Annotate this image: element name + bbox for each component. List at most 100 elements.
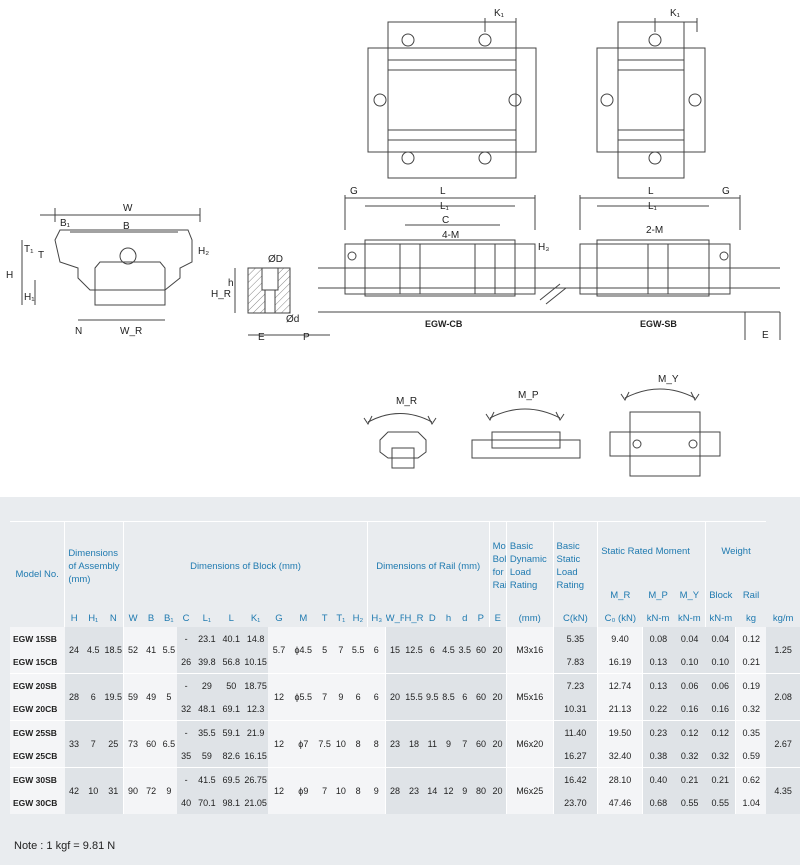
- h1-label: H₁: [24, 292, 35, 303]
- row-separator: [10, 720, 800, 721]
- table-cell: 0.55: [673, 791, 706, 814]
- table-cell: EGW 15CB: [10, 650, 65, 673]
- table-cell: 18.75: [243, 674, 268, 697]
- table-cell: 8: [348, 768, 368, 814]
- table-cell: EGW 20SB: [10, 674, 65, 697]
- table-cell: 21.9: [243, 721, 268, 744]
- table-cell: 40.1: [219, 627, 244, 650]
- table-cell: 7: [316, 768, 333, 814]
- table-cell: 10: [332, 768, 349, 814]
- hdr-block: Dimensions of Block (mm): [123, 521, 368, 610]
- table-cell: 16.19: [597, 650, 643, 673]
- table-cell: 31: [103, 768, 125, 814]
- column-header: E: [489, 610, 507, 627]
- table-cell: 12.74: [597, 674, 643, 697]
- table-cell: ϕ7: [290, 721, 317, 767]
- e-label-left: E: [258, 332, 265, 343]
- column-header: H: [70, 613, 78, 624]
- b1-label: B₁: [60, 218, 71, 229]
- table-cell: 0.10: [673, 650, 706, 673]
- hole-2m-label: 2-M: [646, 225, 663, 236]
- table-cell: 6: [367, 674, 387, 720]
- table-cell: 50: [219, 674, 244, 697]
- table-cell: 0.10: [705, 650, 737, 673]
- top-view-sb: [596, 18, 706, 179]
- table-cell: 0.32: [705, 744, 737, 767]
- table-cell: 0.40: [642, 768, 674, 791]
- table-cell: 12: [267, 721, 291, 767]
- table-cell: 10.15: [243, 650, 268, 673]
- table-cell: EGW 15SB: [10, 627, 65, 650]
- table-cell: 0.12: [735, 627, 767, 650]
- table-cell: 11: [424, 721, 441, 767]
- table-cell: 20: [489, 721, 507, 767]
- column-header: M: [299, 613, 308, 624]
- table-cell: 6: [83, 674, 104, 720]
- table-cell: ϕ9: [290, 768, 317, 814]
- column-header: H₂: [348, 610, 368, 627]
- rail-long-view: [318, 195, 781, 340]
- table-cell: 69.5: [219, 768, 244, 791]
- table-cell: 42: [64, 768, 84, 814]
- l-label-sb: L: [648, 186, 654, 197]
- table-cell: 41.5: [194, 768, 220, 791]
- d-label: ØD: [268, 254, 283, 265]
- small-d-label: Ød: [286, 314, 299, 325]
- hdr-bolt: Mounting Bolt for Rail: [489, 521, 507, 610]
- conversion-note: Note : 1 kgf = 9.81 N: [14, 840, 116, 852]
- table-cell: 5.5: [160, 627, 178, 673]
- table-cell: -: [177, 721, 195, 744]
- table-cell: 0.55: [705, 791, 737, 814]
- table-cell: 24: [64, 627, 84, 673]
- table-cell: 0.38: [642, 744, 674, 767]
- table-cell: 10: [83, 768, 104, 814]
- table-cell: 41: [141, 627, 161, 673]
- column-header: P: [472, 610, 490, 627]
- table-cell: 28: [385, 768, 404, 814]
- table-cell: 35: [177, 744, 195, 767]
- table-cell: 12.3: [243, 697, 268, 720]
- table-cell: 1.25: [766, 627, 800, 673]
- table-cell: 9: [367, 768, 387, 814]
- table-cell: 12: [440, 768, 457, 814]
- column-header: C: [182, 613, 190, 624]
- table-cell: 28.10: [597, 768, 643, 791]
- table-cell: 21.13: [597, 697, 643, 720]
- table-cell: 25: [103, 721, 125, 767]
- top-view-cb: [367, 18, 537, 179]
- hdr-my: M_Y: [673, 580, 706, 610]
- column-header: H_R: [404, 613, 424, 624]
- table-cell: 0.32: [735, 697, 767, 720]
- table-cell: 0.08: [642, 627, 674, 650]
- table-cell: M5x16: [506, 674, 554, 720]
- table-cell: 6: [456, 674, 473, 720]
- table-cell: 12: [267, 768, 291, 814]
- table-cell: 9.40: [597, 627, 643, 650]
- rail-section: [234, 267, 330, 336]
- table-cell: 0.06: [673, 674, 706, 697]
- w-label: W: [123, 203, 133, 214]
- table-cell: 0.68: [642, 791, 674, 814]
- table-cell: 26.75: [243, 768, 268, 791]
- column-header: C₀ (kN): [604, 613, 636, 624]
- table-cell: 1.04: [735, 791, 767, 814]
- table-cell: 2.08: [766, 674, 800, 720]
- my-label: M_Y: [658, 374, 679, 385]
- table-cell: 0.21: [735, 650, 767, 673]
- table-cell: 49: [141, 674, 161, 720]
- mr-label: M_R: [396, 396, 417, 407]
- table-cell: 20: [489, 768, 507, 814]
- table-cell: 9: [440, 721, 457, 767]
- table-cell: 60: [472, 627, 490, 673]
- table-cell: 23.70: [553, 791, 599, 814]
- table-cell: 21.05: [243, 791, 268, 814]
- table-cell: 15.5: [403, 674, 425, 720]
- table-cell: 39.8: [194, 650, 220, 673]
- table-cell: 3.5: [456, 627, 473, 673]
- column-header: D: [428, 613, 436, 624]
- hdr-mr: M_R: [610, 589, 631, 601]
- table-cell: 4.5: [83, 627, 104, 673]
- table-cell: 48.1: [194, 697, 220, 720]
